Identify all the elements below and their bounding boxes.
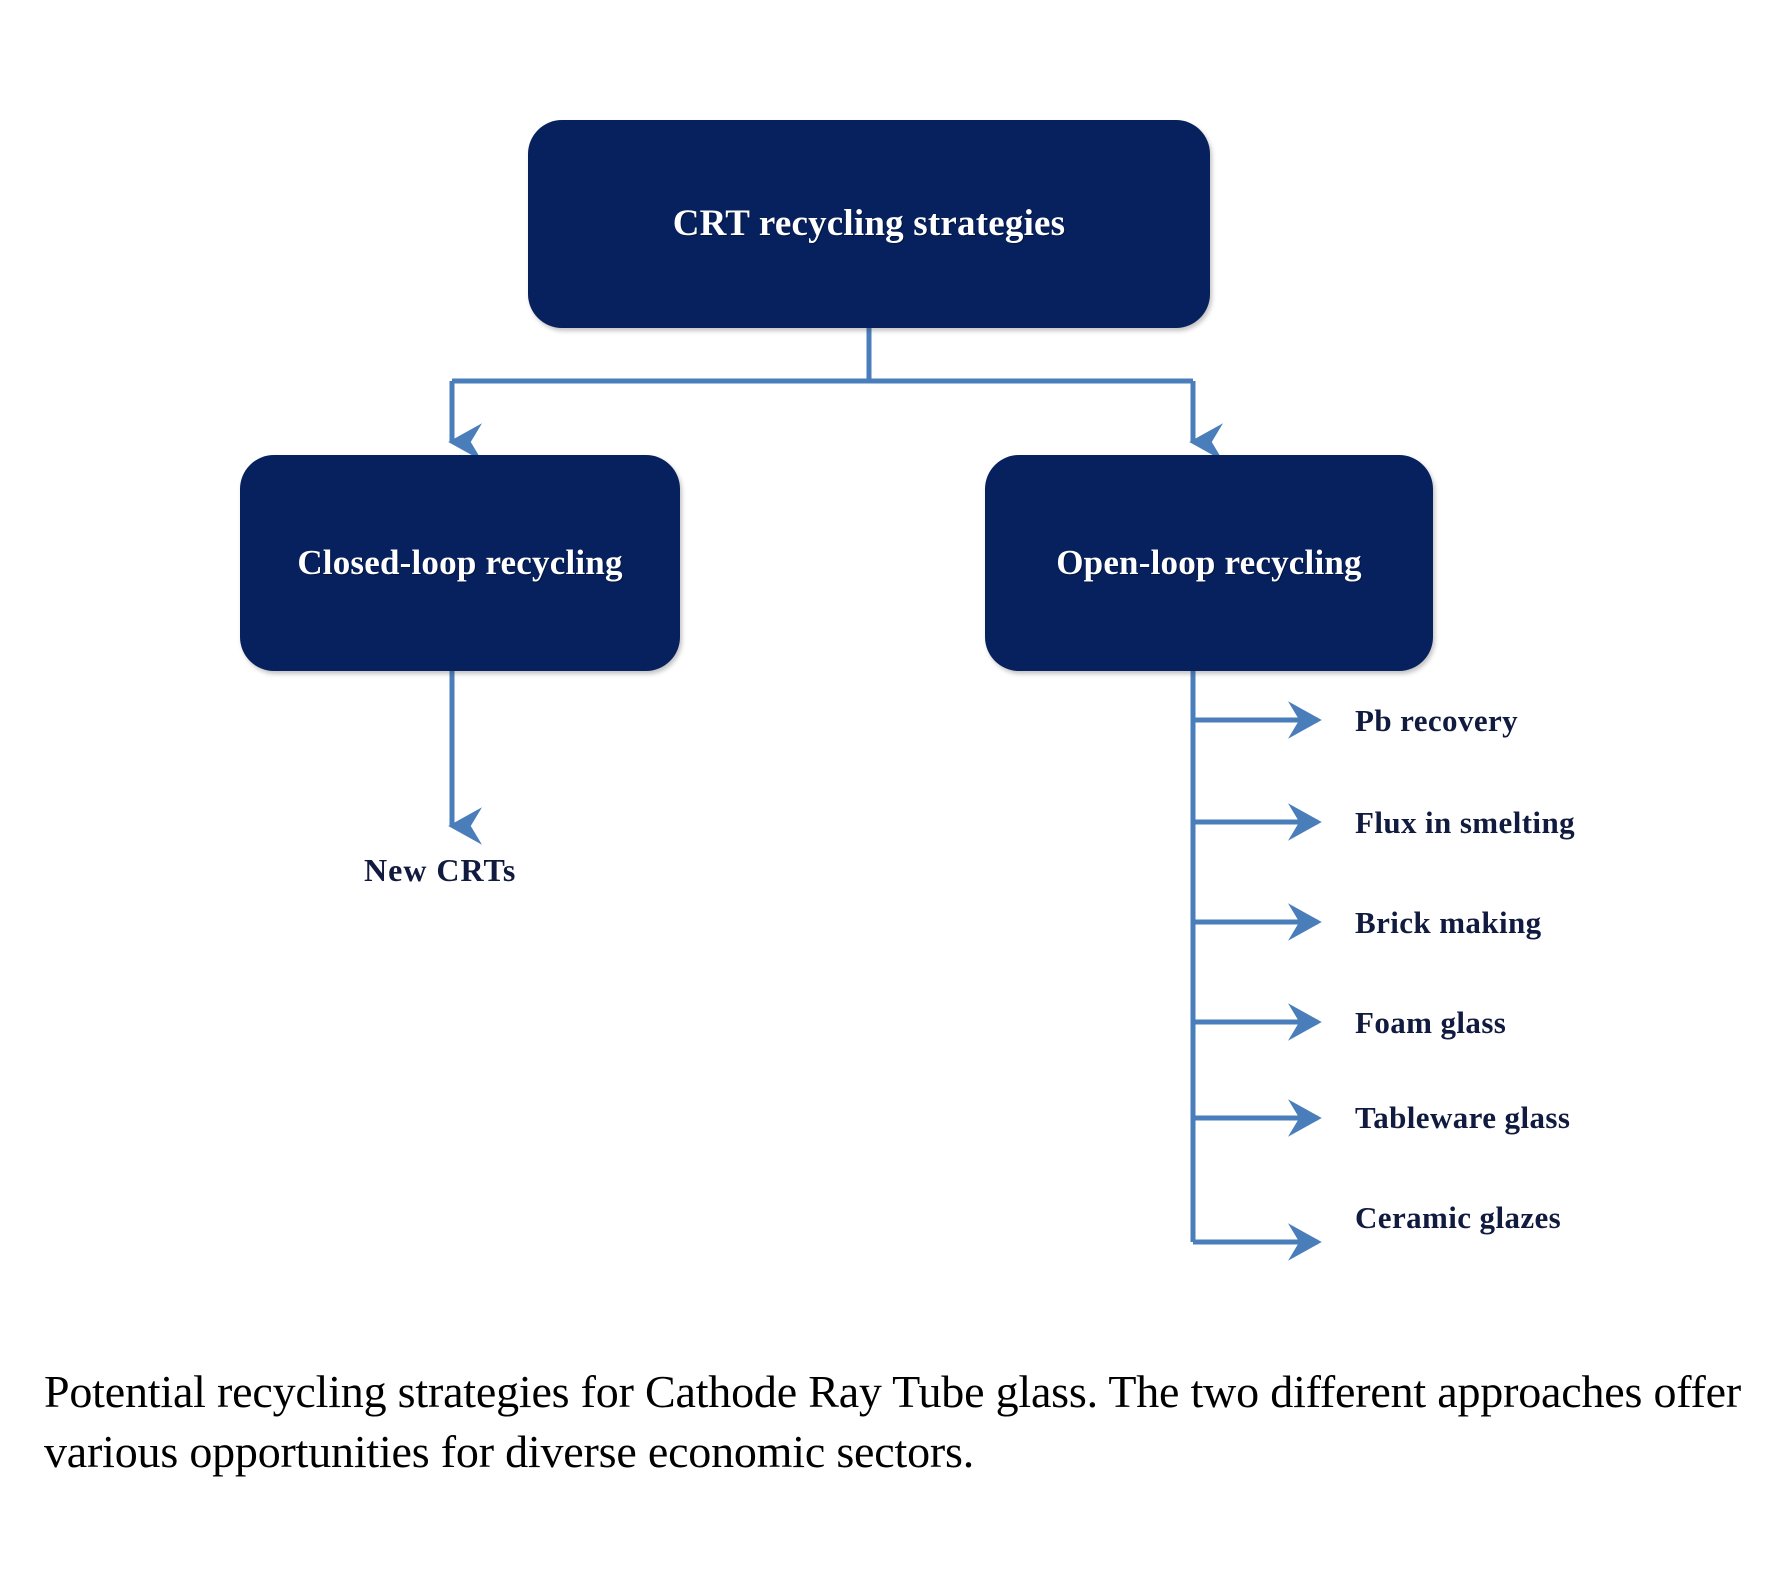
node-open-loop-recycling[interactable]: Open-loop recycling	[985, 455, 1433, 671]
leaf-ceramic-glazes: Ceramic glazes	[1355, 1200, 1562, 1235]
leaf-foam-glass: Foam glass	[1355, 1005, 1507, 1040]
leaf-pb-recovery: Pb recovery	[1355, 703, 1519, 738]
figure-caption: Potential recycling strategies for Catho…	[44, 1366, 1742, 1477]
leaf-tableware-glass: Tableware glass	[1355, 1100, 1571, 1135]
leaf-new-crts: New CRTs	[364, 852, 517, 888]
node-label-root: CRT recycling strategies	[672, 202, 1066, 244]
node-label-closed-loop: Closed-loop recycling	[297, 542, 623, 582]
node-closed-loop-recycling[interactable]: Closed-loop recycling	[240, 455, 680, 671]
connector-branch-arrows	[1193, 701, 1322, 1261]
node-crt-recycling-strategies[interactable]: CRT recycling strategies	[528, 120, 1210, 328]
leaf-flux-in-smelting: Flux in smelting	[1355, 805, 1575, 840]
leaf-brick-making: Brick making	[1355, 905, 1542, 940]
node-label-open-loop: Open-loop recycling	[1056, 542, 1362, 582]
